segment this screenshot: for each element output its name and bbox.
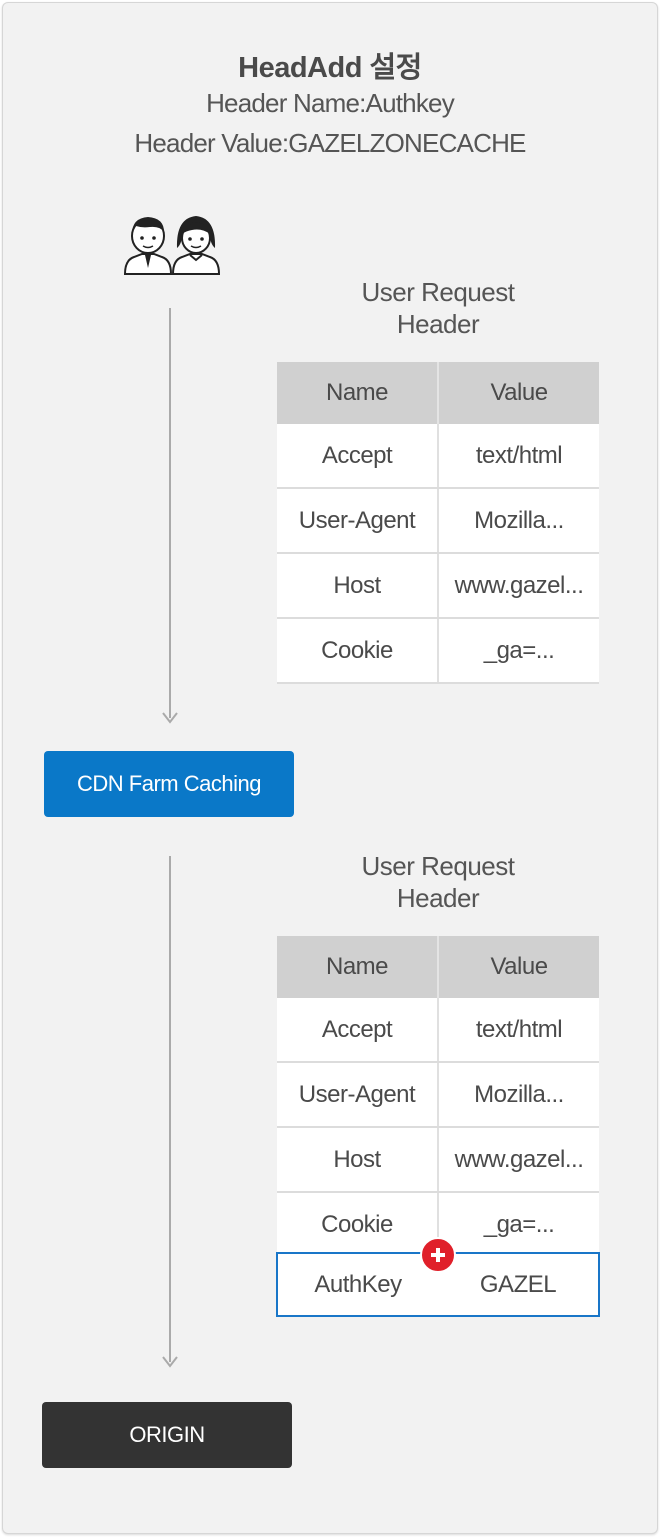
cell-name: Accept bbox=[277, 998, 439, 1063]
column-header-name: Name bbox=[277, 936, 439, 998]
cell-value: Mozilla... bbox=[438, 488, 599, 554]
arrow-down-icon bbox=[162, 1356, 178, 1368]
table-row: Accept text/html bbox=[277, 998, 599, 1063]
top-header-table: Name Value Accept text/html User-Agent M… bbox=[277, 362, 599, 684]
cell-name: Host bbox=[277, 553, 439, 619]
cell-value: Mozilla... bbox=[438, 1062, 599, 1128]
table-row: Cookie _ga=... bbox=[277, 618, 599, 684]
cell-value: GAZEL bbox=[479, 1271, 557, 1298]
cell-name: User-Agent bbox=[277, 1062, 439, 1128]
cell-name: Cookie bbox=[277, 1192, 439, 1258]
table-row: Host www.gazel... bbox=[277, 1127, 599, 1193]
cell-name: Accept bbox=[277, 424, 439, 489]
cell-name: Host bbox=[277, 1127, 439, 1193]
table-row: User-Agent Mozilla... bbox=[277, 1062, 599, 1128]
table-row: Host www.gazel... bbox=[277, 553, 599, 619]
cell-value: www.gazel... bbox=[438, 1127, 599, 1193]
plus-icon bbox=[420, 1237, 456, 1273]
bottom-section-label: User Request Header bbox=[361, 851, 515, 913]
cell-name: AuthKey bbox=[314, 1271, 402, 1298]
users-icon bbox=[123, 216, 220, 275]
column-header-value: Value bbox=[438, 936, 599, 998]
cdn-farm-caching-box: CDN Farm Caching bbox=[44, 751, 294, 817]
cell-value: text/html bbox=[438, 998, 599, 1063]
cell-value: www.gazel... bbox=[438, 553, 599, 619]
table-row: Accept text/html bbox=[277, 424, 599, 489]
top-section-label: User Request Header bbox=[361, 277, 515, 339]
column-header-name: Name bbox=[277, 362, 439, 424]
table-header-row: Name Value bbox=[277, 362, 599, 424]
arrow-down-icon bbox=[162, 712, 178, 724]
header-name-line: Header Name:Authkey bbox=[206, 88, 455, 118]
flow-line-bottom bbox=[169, 856, 171, 1362]
diagram-title: HeadAdd 설정 bbox=[238, 52, 422, 84]
cell-value: _ga=... bbox=[438, 1192, 599, 1258]
flow-line-top bbox=[169, 308, 171, 718]
table-header-row: Name Value bbox=[277, 936, 599, 998]
origin-box: ORIGIN bbox=[42, 1402, 292, 1468]
bottom-header-table: Name Value Accept text/html User-Agent M… bbox=[277, 936, 599, 1258]
cell-name: User-Agent bbox=[277, 488, 439, 554]
cell-value: _ga=... bbox=[438, 618, 599, 684]
header-value-line: Header Value:GAZELZONECACHE bbox=[134, 128, 526, 158]
cell-name: Cookie bbox=[277, 618, 439, 684]
column-header-value: Value bbox=[438, 362, 599, 424]
table-row: User-Agent Mozilla... bbox=[277, 488, 599, 554]
cell-value: text/html bbox=[438, 424, 599, 489]
